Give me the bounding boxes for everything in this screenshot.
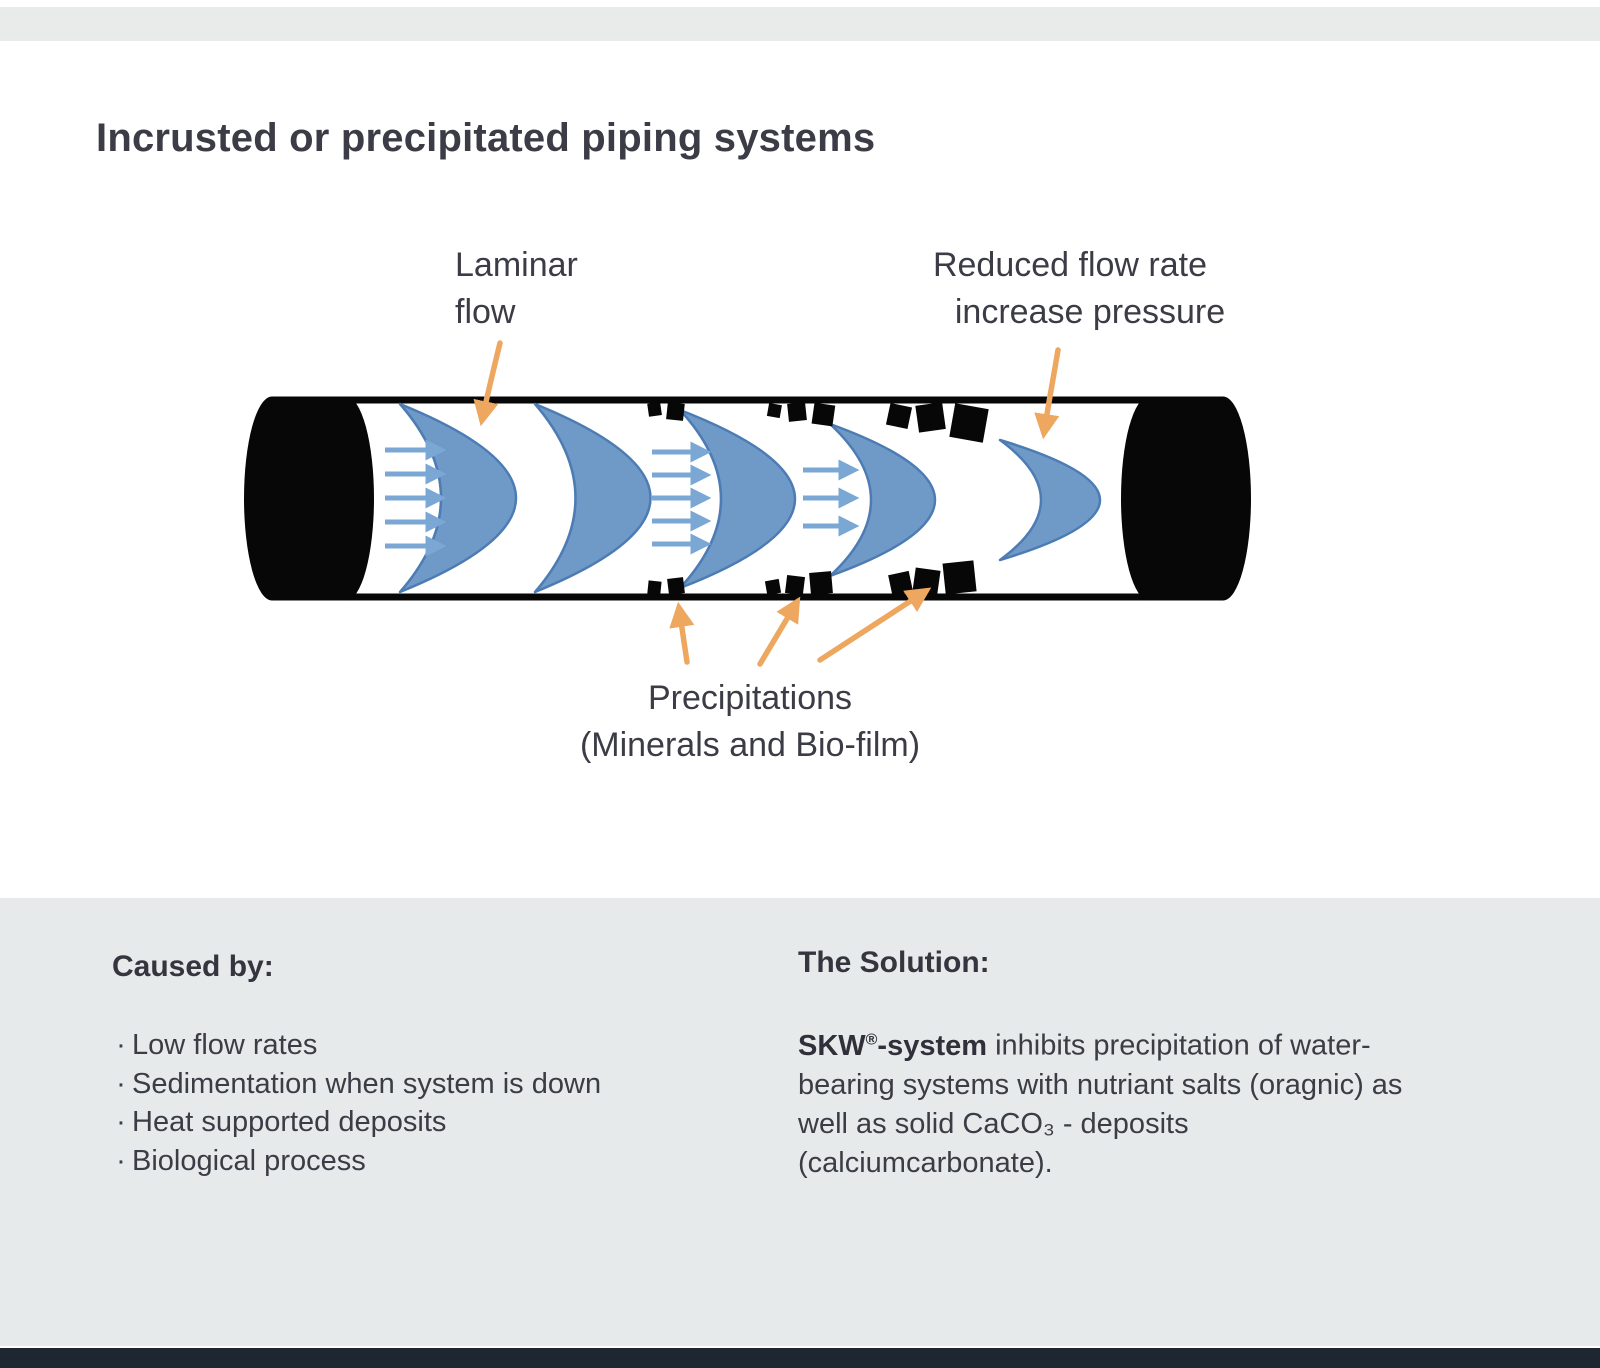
flow-arrows: [385, 439, 860, 557]
deposit-square: [809, 571, 833, 595]
footer-bar: [0, 1348, 1600, 1368]
caused-by-item: ·Sedimentation when system is down: [112, 1065, 752, 1104]
deposit-square: [647, 402, 662, 417]
label-precipitations-line2: (Minerals and Bio-film): [579, 726, 921, 764]
caused-by-list: ·Low flow rates ·Sedimentation when syst…: [112, 1026, 752, 1180]
deposit-square: [915, 402, 946, 433]
caused-by-item-text: Sedimentation when system is down: [132, 1067, 602, 1100]
caused-by-item-text: Low flow rates: [132, 1029, 318, 1061]
deposit-squares-top: [647, 402, 989, 443]
deposit-square: [784, 574, 806, 596]
top-strip: [0, 7, 1600, 41]
deposit-square: [667, 577, 685, 595]
caused-by-item: ·Biological process: [112, 1142, 752, 1181]
caused-by-item-text: Heat supported deposits: [132, 1106, 447, 1138]
flow-profile-5: [998, 438, 1102, 562]
bullet-dot: ·: [116, 1106, 126, 1138]
caused-by-item: ·Low flow rates: [112, 1026, 752, 1065]
label-laminar-flow: Laminar flow: [455, 242, 578, 336]
caused-by-heading: Caused by:: [112, 950, 274, 983]
caused-by-item-text: Biological process: [132, 1144, 366, 1177]
deposit-square: [942, 560, 977, 595]
solution-body-text: inhibits precipitation of water-bearing …: [798, 1029, 1403, 1179]
solution-block: The Solution: SKW®-system inhibits preci…: [798, 946, 1423, 1183]
label-reduced-line1: Reduced flow rate: [932, 246, 1208, 284]
label-laminar-line1: Laminar: [455, 246, 578, 284]
info-section: [0, 898, 1600, 1346]
bullet-dot: ·: [116, 1067, 126, 1100]
label-reduced-flow: Reduced flow rate increase pressure: [860, 242, 1280, 336]
deposit-square: [666, 402, 685, 421]
laminar-flow-arrow: [473, 340, 503, 427]
product-name-text: SKW: [798, 1029, 866, 1062]
flow-profiles: [398, 402, 1102, 594]
solution-heading: The Solution:: [798, 946, 990, 979]
deposit-square: [647, 580, 662, 595]
flow-profile-2: [533, 402, 652, 594]
precipitation-arrow-2: [757, 596, 801, 667]
flow-profile-4: [828, 422, 936, 578]
page-title: Incrusted or precipitated piping systems: [96, 116, 876, 160]
deposit-square: [885, 402, 913, 430]
deposit-square: [764, 578, 782, 596]
solution-text: SKW®-system inhibits precipitation of wa…: [798, 1020, 1413, 1183]
pipe-left-cap: [244, 396, 374, 601]
pipe-diagram-svg: [244, 340, 1251, 667]
flow-profile-3: [678, 408, 797, 590]
annotation-arrows: [473, 340, 1061, 667]
bullet-dot: ·: [116, 1029, 126, 1061]
registered-trademark-symbol: ®: [865, 1031, 878, 1048]
deposit-square: [888, 570, 914, 596]
label-precipitations: Precipitations (Minerals and Bio-film): [430, 675, 1070, 769]
precipitation-arrow-3: [817, 587, 932, 663]
deposit-square: [811, 402, 836, 427]
caused-by-item: ·Heat supported deposits: [112, 1103, 752, 1142]
deposit-square: [787, 402, 807, 422]
pipe-right-cap: [1121, 396, 1251, 601]
deposit-square: [949, 403, 989, 443]
precipitation-arrow-1: [669, 601, 695, 665]
deposit-square: [766, 403, 782, 419]
bullet-dot: ·: [116, 1144, 126, 1177]
label-reduced-line2: increase pressure: [954, 293, 1226, 331]
label-laminar-line2: flow: [455, 293, 516, 331]
reduced-flow-arrow: [1034, 347, 1061, 440]
caused-by-block: Caused by: ·Low flow rates ·Sedimentatio…: [112, 950, 752, 1180]
product-name: SKW®-system: [798, 1030, 987, 1062]
product-name-suffix: -system: [877, 1029, 988, 1062]
label-precipitations-line1: Precipitations: [647, 679, 853, 717]
